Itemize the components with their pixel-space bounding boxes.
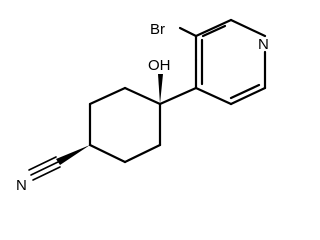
- pyridine-ring: [194, 18, 267, 106]
- wedge-bond-oh: [158, 74, 163, 104]
- bond-c5-c6-double: [229, 83, 261, 100]
- atom-label-nitrile-n: N: [16, 177, 27, 194]
- bond-pyridine-cyclohexane: [158, 86, 198, 106]
- triple-bond-line-3: [32, 166, 61, 181]
- triple-bond-line-2: [28, 156, 57, 171]
- bond-c4-c5: [194, 86, 233, 106]
- bond-cy1-cy2: [123, 86, 162, 106]
- atom-label-oh: OH: [148, 57, 171, 74]
- bond-c2-c3: [194, 18, 233, 38]
- wedge-bond-nitrile: [56, 145, 90, 165]
- bond-c2-c3-double: [201, 24, 227, 38]
- bond-cy5-cy6: [123, 143, 162, 164]
- triple-bond-line-1: [30, 161, 59, 176]
- bond-cy2-cy3: [88, 86, 127, 106]
- atom-label-pyridine-n: N: [258, 36, 269, 53]
- nitrile-triple-bond: [28, 156, 61, 181]
- bond-cy4-cy5: [88, 143, 127, 164]
- bond-n-c2: [229, 18, 267, 38]
- cyclohexane-ring: [88, 86, 162, 164]
- atom-label-br: Br: [150, 21, 165, 38]
- bond-c3-br: [178, 26, 198, 38]
- bond-c5-c6: [229, 86, 267, 106]
- chemical-structure: Br N OH N: [16, 18, 269, 194]
